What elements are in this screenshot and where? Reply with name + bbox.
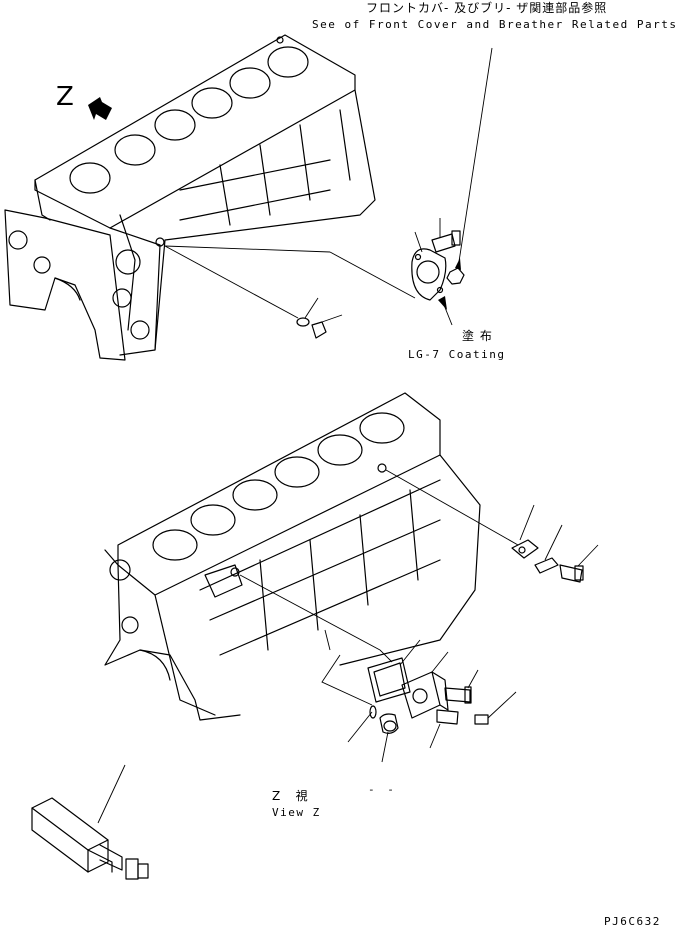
z-view-arrow (88, 97, 112, 120)
breather-body-assembly (348, 640, 516, 762)
top-engine-block (5, 35, 415, 360)
bottom-engine-block (105, 393, 518, 720)
plug-and-washer (297, 298, 342, 338)
view-z-label-japanese: Z 視 (272, 789, 309, 803)
side-cover-parts (512, 505, 598, 582)
view-z-detail (32, 765, 148, 879)
coating-note-japanese: 塗 布 (462, 329, 493, 343)
reference-note-japanese: フロントカバ- 及びブリ- ザ関連部品参照 (366, 1, 608, 15)
drawing-code: PJ6C632 (604, 915, 661, 928)
dash-mark: - - (368, 783, 397, 796)
reference-note-english: See of Front Cover and Breather Related … (312, 18, 678, 31)
breather-cover-assembly (412, 48, 492, 325)
coating-note-english: LG-7 Coating (408, 348, 506, 361)
z-view-marker: Z (56, 82, 74, 112)
view-z-label-english: View Z (272, 806, 321, 819)
